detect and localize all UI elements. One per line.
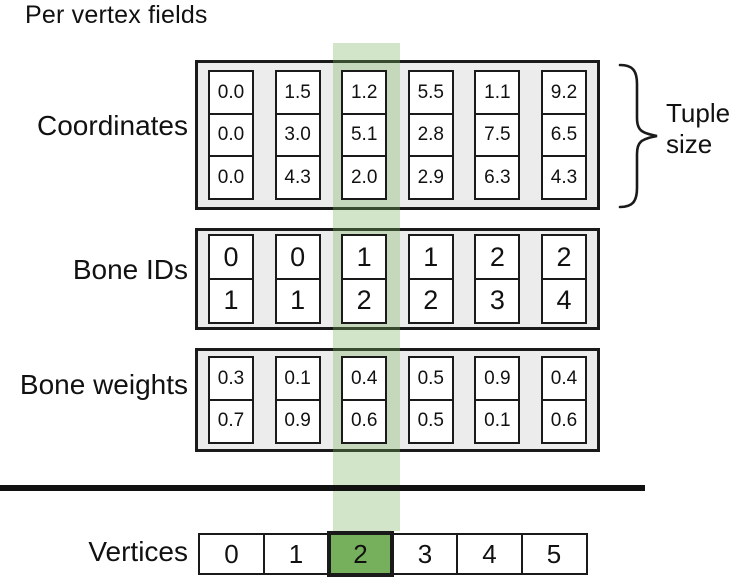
memory-divider-line	[0, 485, 645, 491]
value-cell: 0.4	[341, 356, 388, 402]
value-cell: 2.9	[407, 155, 454, 200]
value-cell: 5.1	[341, 112, 388, 158]
value-cell: 2	[407, 277, 454, 324]
vertex-cell: 0	[198, 533, 265, 575]
tuple-size-line1: Tuple	[666, 98, 731, 128]
tuple-size-line2: size	[666, 129, 713, 159]
value-cell: 1	[274, 277, 321, 324]
value-cell: 0.5	[407, 356, 454, 402]
tuple-size-caption: Tuple size	[666, 98, 730, 160]
value-cell: 1	[341, 234, 388, 281]
value-cell: 1	[407, 234, 454, 281]
coordinates-label: Coordinates	[37, 110, 188, 141]
value-cell: 2	[341, 277, 388, 324]
value-cell: 1.1	[474, 70, 521, 115]
value-cell: 4	[540, 277, 587, 324]
value-cell: 1	[208, 277, 254, 324]
vertex-cell-highlighted: 2	[327, 531, 394, 577]
value-cell: 0.5	[407, 398, 454, 444]
value-cell: 0.9	[474, 356, 521, 402]
value-cell: 1.5	[274, 70, 321, 115]
page-title: Per vertex fields	[25, 1, 208, 29]
value-cell: 5.5	[407, 70, 454, 115]
value-cell: 3	[474, 277, 521, 324]
value-cell: 6.5	[540, 112, 587, 158]
value-cell: 4.3	[540, 155, 587, 200]
value-cell: 0.3	[208, 356, 254, 402]
value-cell: 1.2	[341, 70, 388, 115]
bone-weights-label: Bone weights	[19, 369, 188, 400]
value-cell: 0.4	[540, 356, 587, 402]
bone-ids-label: Bone IDs	[72, 254, 188, 285]
value-cell: 2	[540, 234, 587, 281]
value-cell: 2	[474, 234, 521, 281]
value-cell: 4.3	[274, 155, 321, 200]
value-cell: 0	[274, 234, 321, 281]
value-cell: 0.6	[540, 398, 587, 444]
vertex-cell: 5	[520, 533, 588, 575]
value-cell: 0.7	[208, 398, 254, 444]
value-cell: 3.0	[274, 112, 321, 158]
vertices-label: Vertices	[88, 536, 188, 567]
value-cell: 9.2	[540, 70, 587, 115]
tuple-size-brace-icon	[618, 63, 658, 209]
value-cell: 2.8	[407, 112, 454, 158]
value-cell: 0	[208, 234, 254, 281]
value-cell: 7.5	[474, 112, 521, 158]
vertex-cell: 3	[391, 533, 459, 575]
vertex-cell: 1	[262, 533, 330, 575]
value-cell: 0.9	[274, 398, 321, 444]
value-cell: 0.6	[341, 398, 388, 444]
vertex-cell: 4	[456, 533, 523, 575]
value-cell: 2.0	[341, 155, 388, 200]
value-cell: 0.1	[474, 398, 521, 444]
value-cell: 0.0	[208, 155, 254, 200]
value-cell: 0.1	[274, 356, 321, 402]
value-cell: 0.0	[208, 70, 254, 115]
value-cell: 6.3	[474, 155, 521, 200]
value-cell: 0.0	[208, 112, 254, 158]
